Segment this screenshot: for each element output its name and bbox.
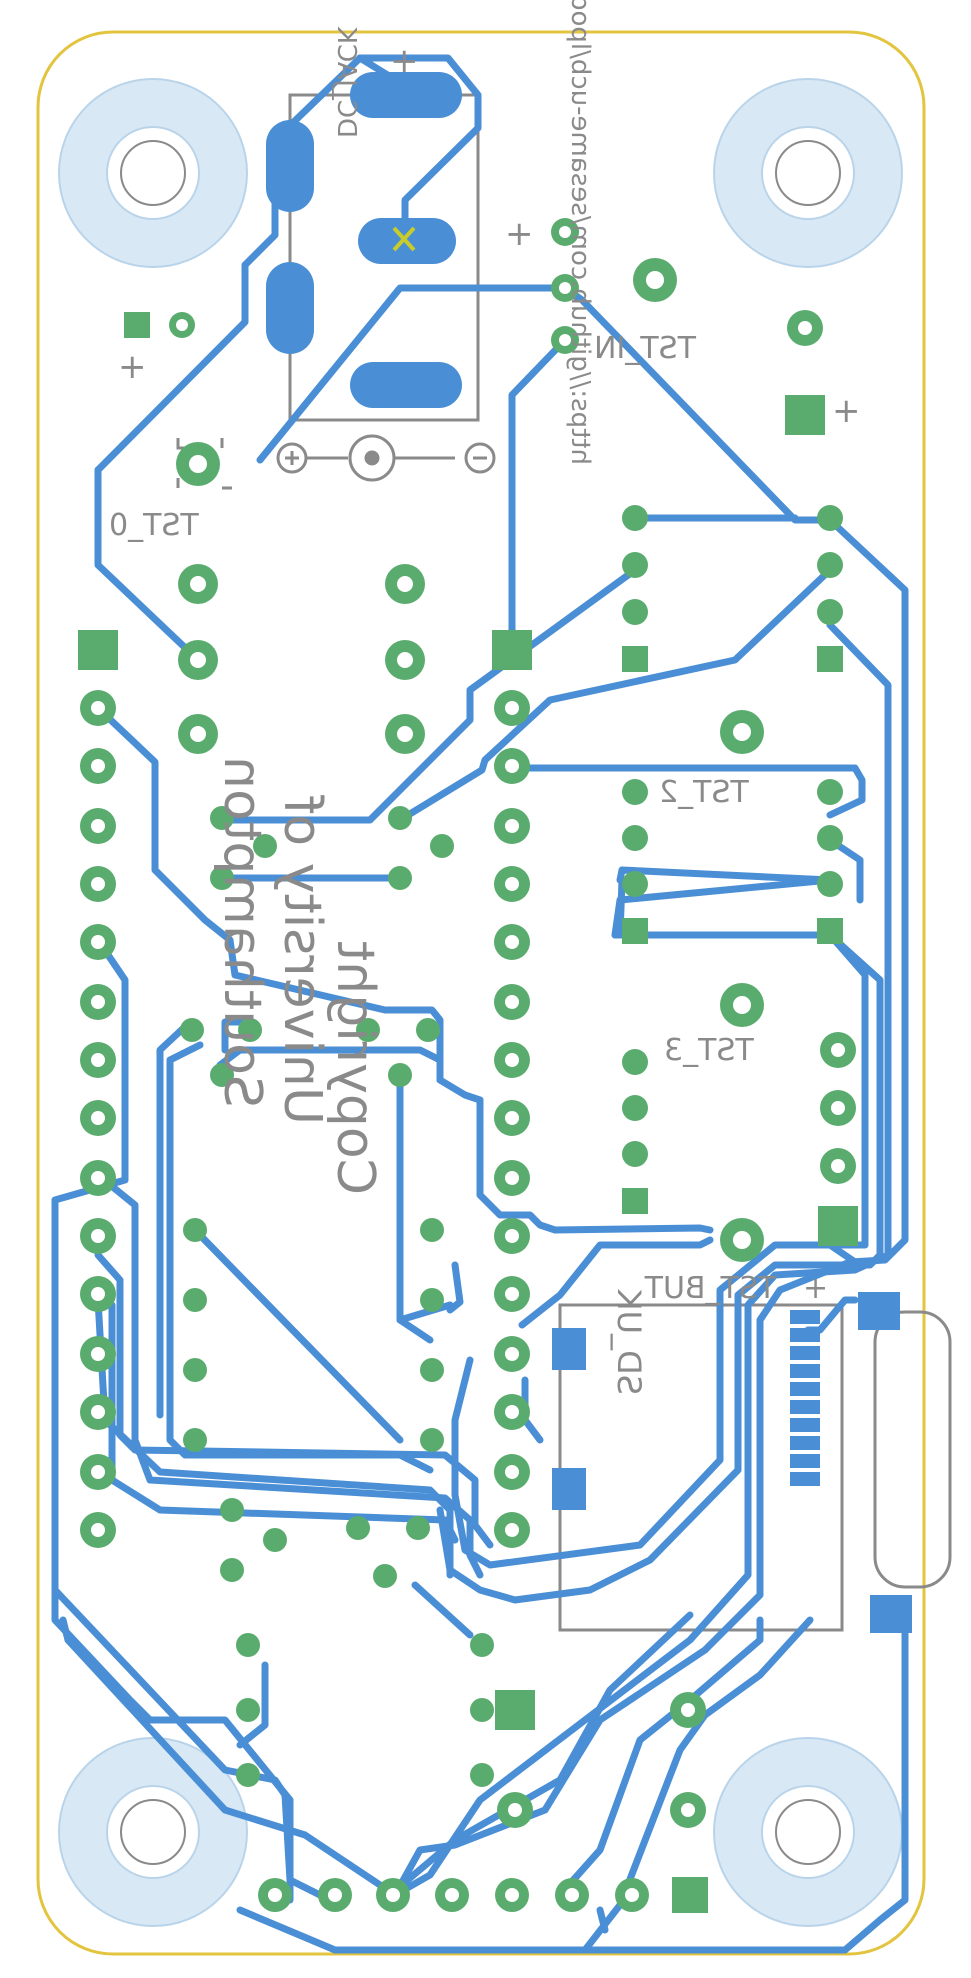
- label-copyright-1: Copyright: [325, 941, 385, 1195]
- board-outline: [36, 30, 926, 1956]
- usb-pad-bottom: [870, 1595, 912, 1633]
- silkscreen-text: TST_0 TST_IN TST_2 TST_3 TST_BUT DC_JACK…: [109, 0, 861, 1395]
- usb-pad-top: [858, 1292, 900, 1330]
- origin-marker: [392, 226, 416, 252]
- plus-sign-right: +: [832, 391, 861, 431]
- label-sd-card: SD_UK: [610, 1289, 648, 1395]
- plus-sign-header: +: [118, 347, 147, 387]
- polarity-symbol: [276, 434, 496, 482]
- plus-sign-but: +: [803, 1271, 828, 1306]
- sd-pad-1: [552, 1328, 586, 1370]
- label-dc-jack: DC_JACK: [331, 26, 361, 138]
- dc-jack-pad-2: [266, 120, 314, 212]
- usb-outline: [873, 1310, 952, 1589]
- label-tst-0: TST_0: [109, 508, 200, 543]
- plus-sign-jack: +: [505, 214, 534, 254]
- label-tst-2: TST_2: [659, 775, 750, 810]
- label-copyright-3: Southampton: [212, 756, 272, 1108]
- plus-sign-dc: +: [390, 41, 419, 81]
- smd-pads: [266, 72, 912, 1633]
- copper-traces: [51, 54, 909, 1954]
- label-copyright-2: University of: [272, 794, 332, 1125]
- label-url: https://github.com/sesame-ucb/lpodyon/: [565, 0, 595, 465]
- label-tst-3: TST_3: [664, 1033, 755, 1068]
- sd-pad-2: [552, 1468, 586, 1510]
- drill-holes: [91, 226, 845, 1902]
- dc-jack-pad-1: [350, 72, 462, 118]
- dc-jack-pad-4: [266, 262, 314, 354]
- label-tst-but: TST_BUT: [644, 1271, 777, 1306]
- label-tst-in: TST_IN: [594, 331, 697, 366]
- dc-jack-pad-5: [350, 362, 462, 408]
